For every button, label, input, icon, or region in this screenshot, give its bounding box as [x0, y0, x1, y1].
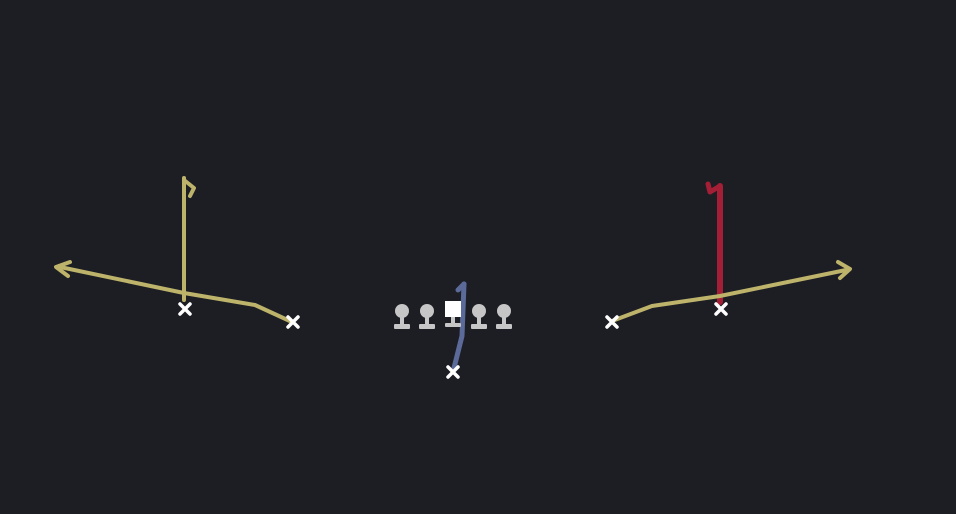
route-backfield-tip	[455, 281, 467, 293]
lineman-icon	[419, 304, 435, 329]
x-mark-icon	[178, 302, 192, 316]
offensive-line	[394, 301, 512, 329]
center-square-icon	[445, 301, 461, 327]
x-mark-icon	[714, 302, 728, 316]
arrow-right-head	[836, 260, 852, 280]
route-right-wide	[610, 268, 848, 323]
route-left-slot-flag	[182, 178, 196, 198]
route-right-slot-flag	[705, 181, 723, 195]
arrow-left-head	[54, 260, 72, 278]
backfield-route	[451, 281, 467, 371]
x-mark-icon	[446, 365, 460, 379]
right-routes	[610, 181, 852, 323]
lineman-icon	[471, 304, 487, 329]
route-left-wide	[58, 265, 294, 324]
player-marks	[178, 302, 728, 379]
lineman-icon	[394, 304, 410, 329]
x-mark-icon	[605, 315, 619, 329]
lineman-icon	[496, 304, 512, 329]
left-routes	[54, 176, 294, 324]
x-mark-icon	[286, 315, 300, 329]
route-backfield	[451, 281, 467, 371]
